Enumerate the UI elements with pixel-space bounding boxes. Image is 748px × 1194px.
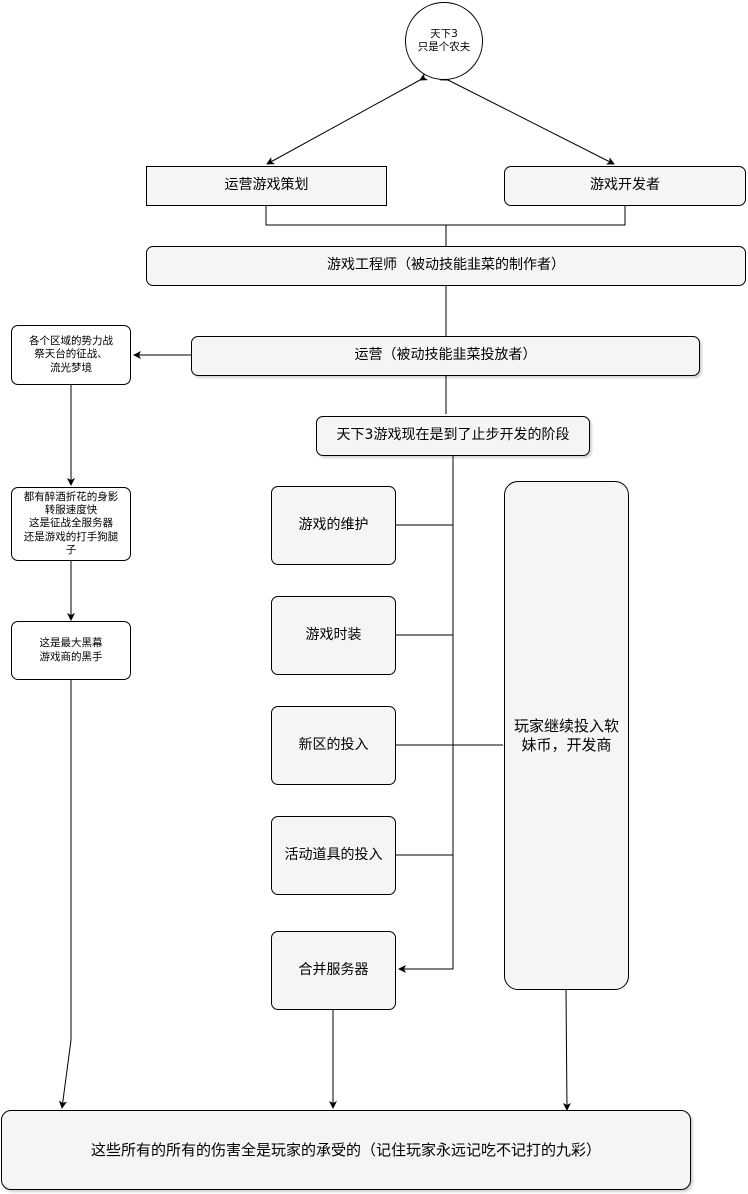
stage-node: 天下3游戏现在是到了止步开发的阶段 <box>316 416 590 456</box>
ops-planning-node: 运营游戏策划 <box>146 166 387 206</box>
event-items-node: 活动道具的投入 <box>271 816 396 895</box>
edge-top-bracket <box>265 206 626 226</box>
left-black-node: 这是最大黑幕 游戏商的黑手 <box>11 621 131 680</box>
edge-circle-planning <box>266 73 429 165</box>
edge-players-bottom <box>562 989 571 1111</box>
bottom-summary-node: 这些所有的所有的伤害全是玩家的承受的（记住玩家永远记吃不记打的九彩） <box>1 1110 691 1190</box>
fashion-node: 游戏时装 <box>271 596 396 675</box>
top-circle-node: 天下3 只是个农夫 <box>405 2 483 80</box>
game-developer-node: 游戏开发者 <box>504 166 746 206</box>
operations-node: 运营（被动技能韭菜投放者） <box>191 336 700 376</box>
new-server-node: 新区的投入 <box>271 706 396 785</box>
left-region-node: 各个区域的势力战 祭天台的征战、 流光梦境 <box>11 325 131 385</box>
edge-circle-developer <box>439 73 615 165</box>
edge-stage-spine <box>398 456 454 973</box>
left-drunk-node: 都有醉酒折花的身影 转服速度快 这是征战全服务器 还是游戏的打手狗腿 子 <box>11 487 131 561</box>
merge-server-node: 合并服务器 <box>271 931 396 1010</box>
maintenance-node: 游戏的维护 <box>271 486 396 565</box>
edge-left3-bottom <box>58 680 72 1109</box>
players-invest-node: 玩家继续投入软 妹币，开发商 <box>504 481 629 990</box>
game-engineer-node: 游戏工程师（被动技能韭菜的制作者） <box>146 246 746 286</box>
